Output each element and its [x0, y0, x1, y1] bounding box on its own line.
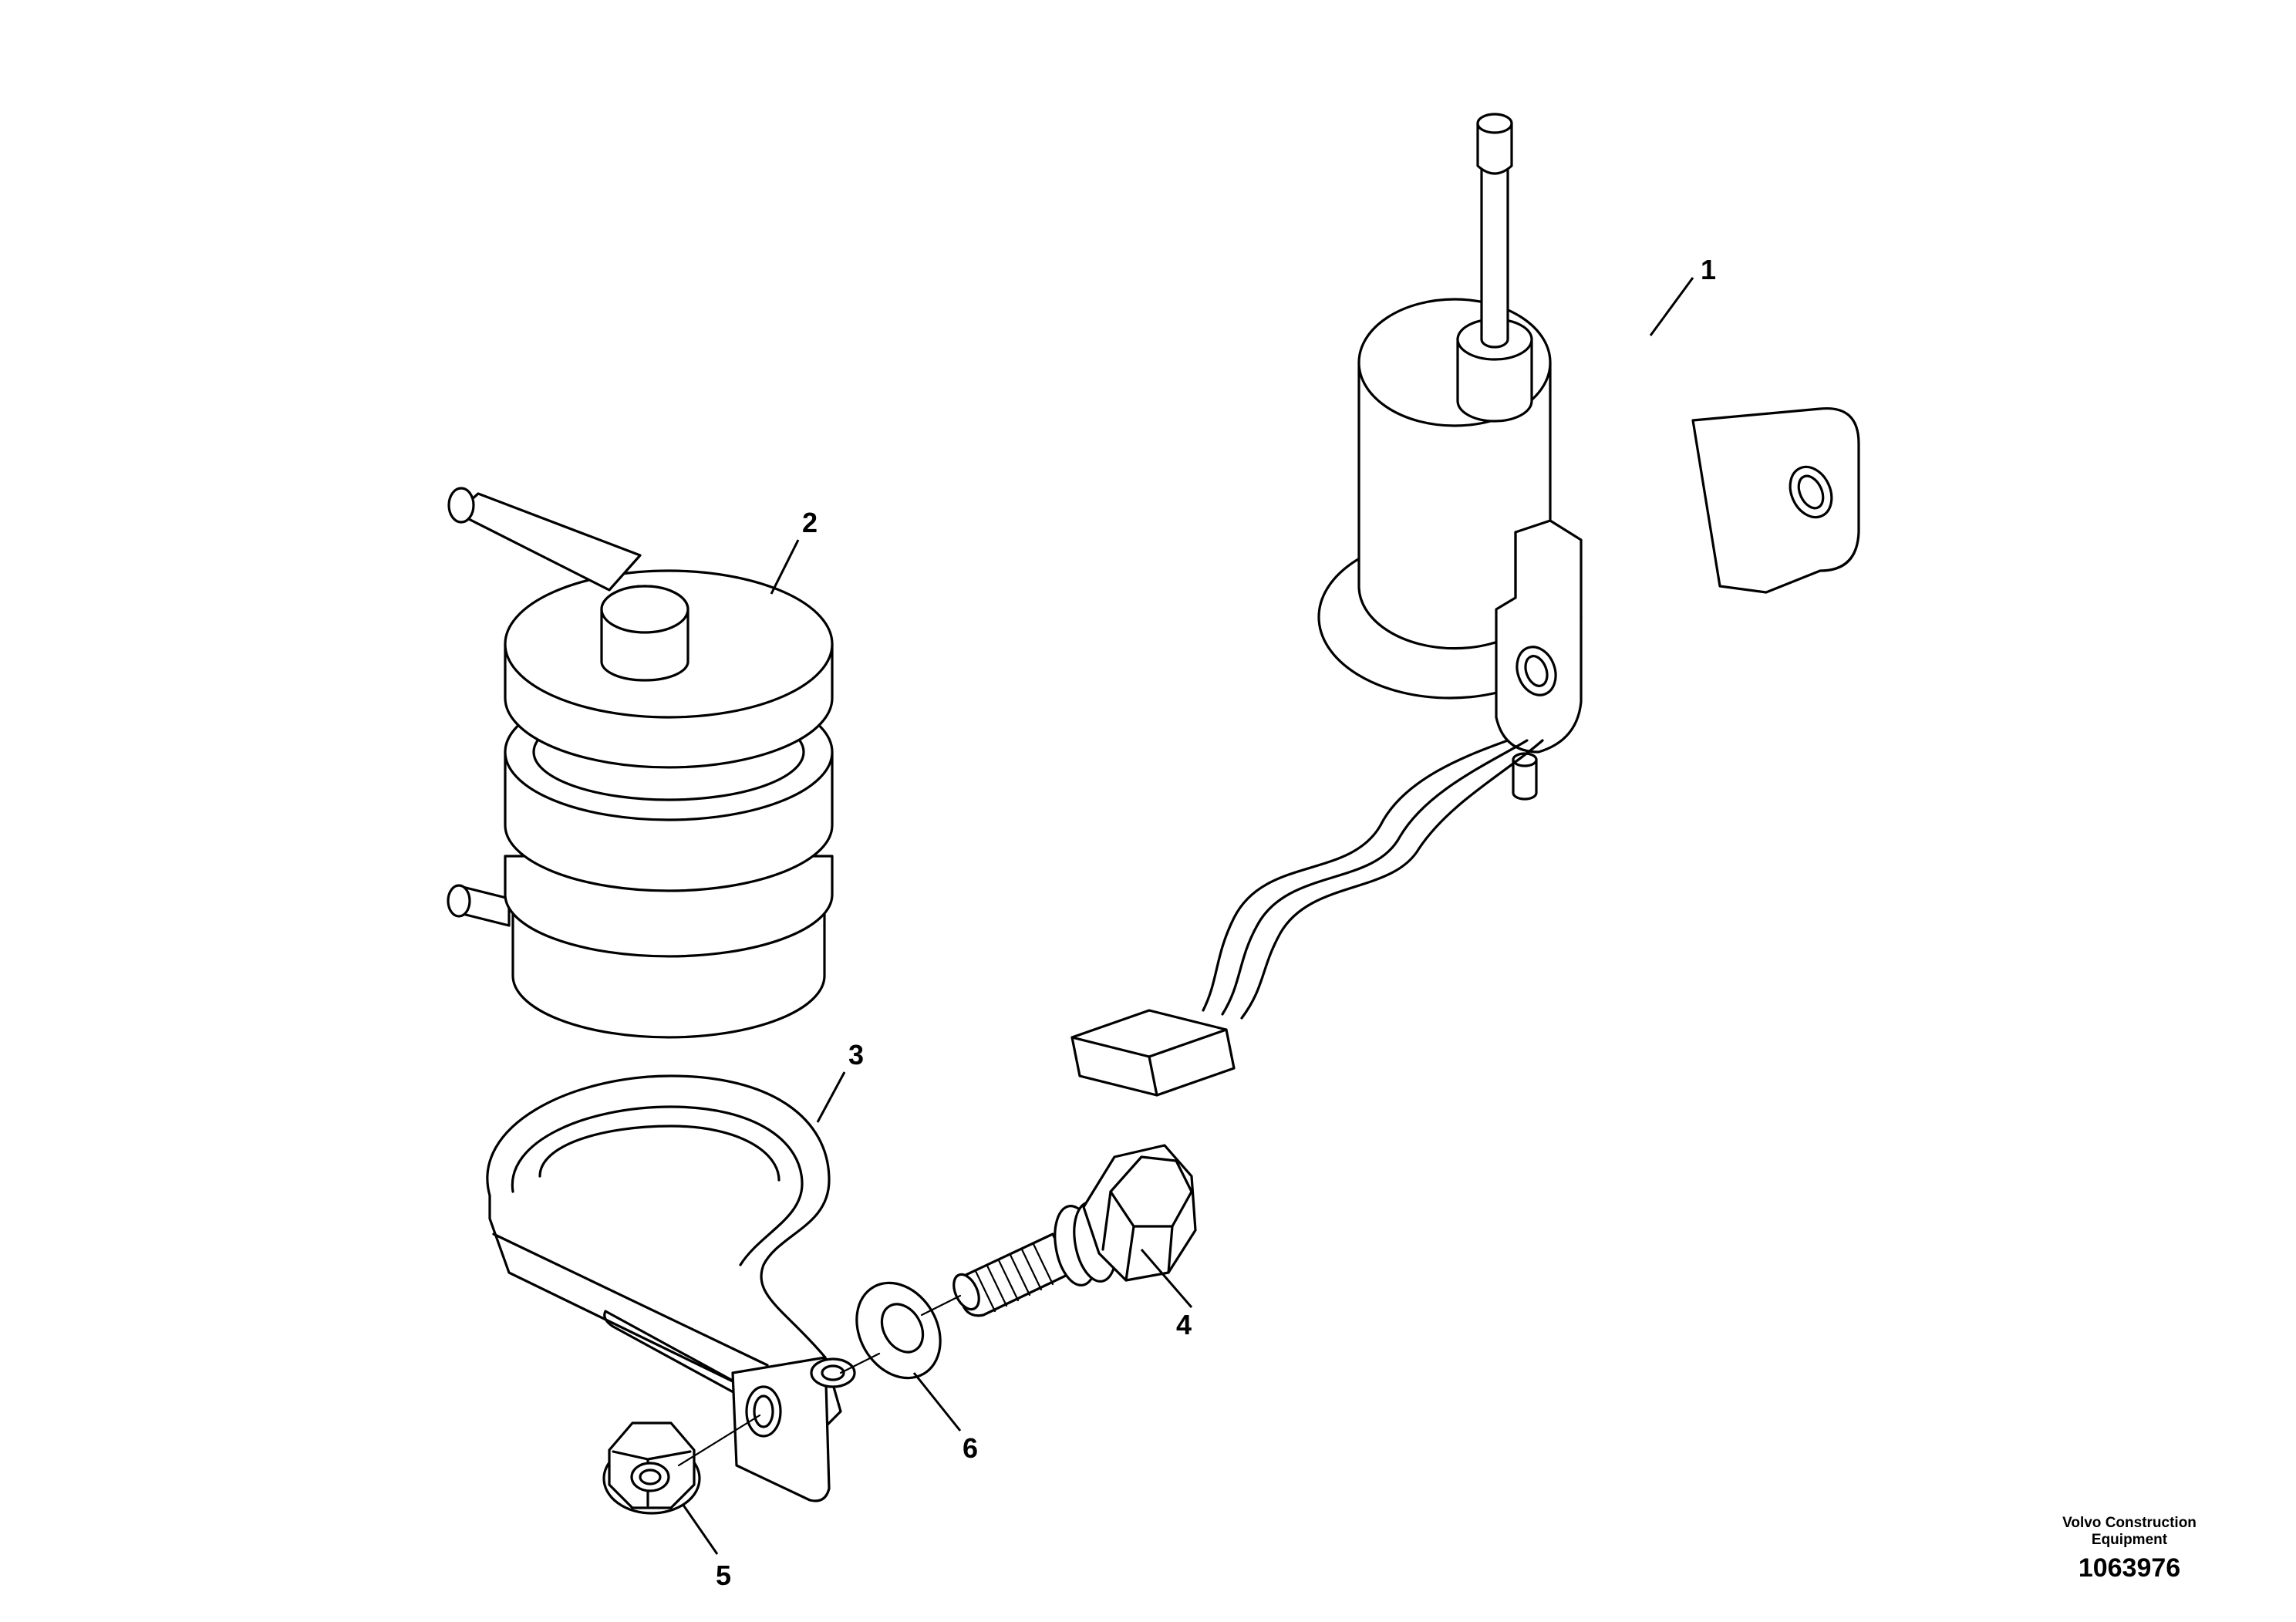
callout-4: 4	[1176, 1309, 1192, 1340]
brand-line-2: Equipment	[2091, 1532, 2168, 1548]
nut	[602, 1421, 701, 1515]
bolt	[952, 1144, 1197, 1317]
drawing-footer: Volvo Construction Equipment 1063976	[2029, 1515, 2230, 1583]
fuel-pump	[1070, 113, 1860, 1097]
clamp	[486, 1074, 856, 1502]
assembly-lines	[677, 1294, 962, 1467]
callout-5: 5	[716, 1560, 731, 1591]
callout-6: 6	[963, 1432, 978, 1464]
callout-1: 1	[1701, 254, 1716, 285]
drawing-number: 1063976	[2078, 1553, 2181, 1583]
callout-3: 3	[848, 1039, 864, 1071]
washer	[855, 1281, 942, 1380]
callout-leaders	[681, 277, 1694, 1555]
fuel-filter	[447, 487, 834, 1039]
brand-line-1: Volvo Construction	[2062, 1515, 2197, 1531]
callout-2: 2	[802, 507, 818, 538]
